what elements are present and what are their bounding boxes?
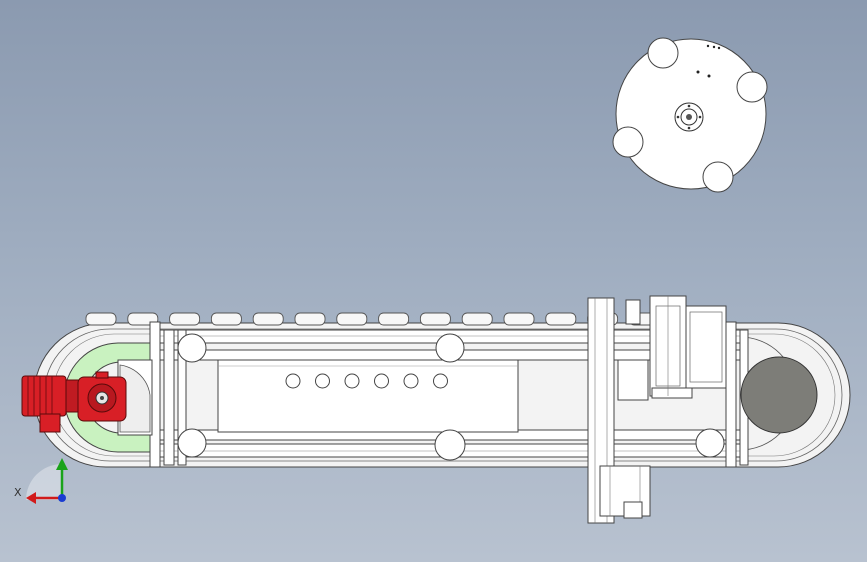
center-plate[interactable] xyxy=(217,359,519,433)
plate-holes xyxy=(285,373,448,389)
pallet[interactable] xyxy=(169,312,201,326)
plate-hole xyxy=(433,373,448,389)
rotary-fixture-3[interactable] xyxy=(612,126,644,158)
rotary-fixture-2[interactable] xyxy=(736,71,768,103)
z-axis-dot xyxy=(58,494,66,502)
pallet[interactable] xyxy=(210,312,242,326)
gear-reducer[interactable] xyxy=(77,371,127,422)
cross-beam-station[interactable] xyxy=(587,297,651,524)
rotary-fixture-4[interactable] xyxy=(702,161,734,193)
lift-station-block[interactable] xyxy=(649,295,727,399)
plate-hole xyxy=(315,373,330,389)
pallet[interactable] xyxy=(545,312,577,326)
pallet[interactable] xyxy=(294,312,326,326)
pallet[interactable] xyxy=(378,312,410,326)
drive-drum[interactable] xyxy=(740,356,818,434)
plate-hole xyxy=(403,373,419,389)
motor-terminal-box xyxy=(39,413,61,433)
pallet[interactable] xyxy=(503,312,535,326)
plate-hole xyxy=(344,373,360,389)
pallet[interactable] xyxy=(419,312,451,326)
x-axis-label: X xyxy=(14,486,22,499)
plate-hole xyxy=(285,373,301,389)
rotary-fixture-1[interactable] xyxy=(647,37,679,69)
pallet[interactable] xyxy=(461,312,493,326)
pallet[interactable] xyxy=(252,312,284,326)
pallet[interactable] xyxy=(85,312,117,326)
plate-hole xyxy=(374,373,389,389)
pallet[interactable] xyxy=(336,312,368,326)
drive-motor[interactable] xyxy=(21,375,81,433)
pallet-row-top xyxy=(85,312,702,326)
rotary-table[interactable] xyxy=(612,37,768,193)
rotary-hub[interactable] xyxy=(674,102,704,132)
view-triad: X xyxy=(14,458,68,504)
